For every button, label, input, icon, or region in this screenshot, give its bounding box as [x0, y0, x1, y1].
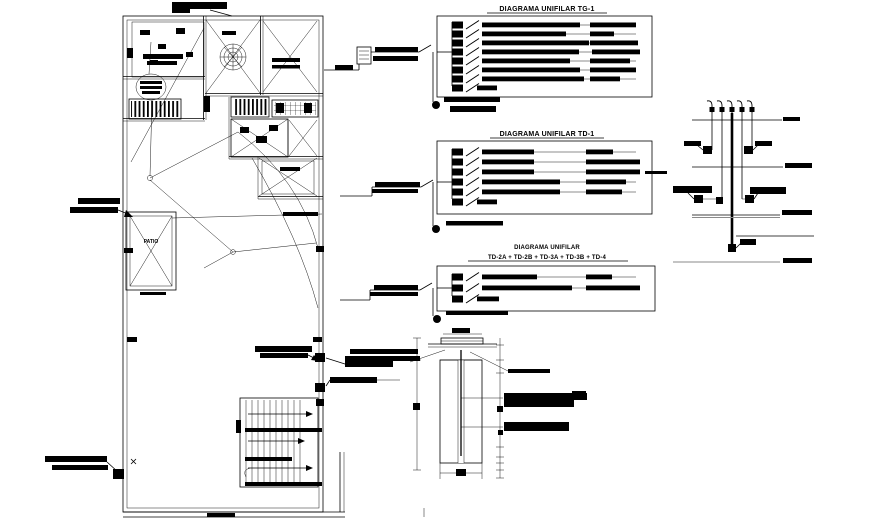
patio-room: PATIO: [125, 211, 177, 295]
x-room-mid-right: [288, 119, 318, 157]
leader-label-right-1: [315, 353, 393, 367]
single-line-diagram-2: DIAGRAMA UNIFILAR TD-1: [340, 131, 653, 233]
plan-annotations: [45, 2, 400, 479]
louver-grill-2: [230, 96, 270, 118]
diagram-3-title-line1: DIAGRAMA UNIFILAR: [514, 245, 580, 251]
well-shaft: [439, 350, 483, 464]
stair-run: [236, 397, 322, 488]
patio-label: PATIO: [144, 239, 159, 245]
louver-grill-1: [128, 98, 182, 120]
riser-panel-level3: [728, 239, 756, 252]
leader-label-mid-plan: [255, 346, 319, 361]
diagram-3-title-line2: TD-2A + TD-2B + TD-3A + TD-3B + TD-4: [488, 255, 607, 261]
riser-panel-level2: [673, 186, 786, 204]
dimension-lines: [413, 337, 504, 517]
panel-box-wall: [204, 96, 210, 112]
ceiling-fixture-circle: [135, 73, 167, 101]
x-room-lower-right: [258, 157, 318, 216]
diagram-2-title: DIAGRAMA UNIFILAR TD-1: [500, 131, 595, 138]
well-cap: [428, 337, 497, 348]
riser-panel-level1: [684, 141, 772, 154]
wiring-lines: [124, 27, 324, 342]
x-room-top-right: [262, 20, 318, 93]
riser-floor-lines: [673, 117, 814, 263]
floor-plan: PATIO: [122, 15, 345, 518]
ground-well-detail: [345, 328, 587, 517]
breaker-rows-2: [451, 147, 640, 207]
leader-label-left: [70, 198, 133, 217]
breaker-rows-1: [451, 20, 640, 93]
diagram-1-title: DIAGRAMA UNIFILAR TG-1: [499, 6, 594, 13]
leader-label-top: [172, 2, 233, 17]
feeder-annotation-2: [340, 179, 434, 197]
feeder-annotation-3: [340, 282, 433, 301]
ground-symbol-3: [432, 288, 508, 323]
spiral-stair: [219, 43, 247, 71]
single-line-diagram-1: DIAGRAMA UNIFILAR TG-1: [324, 6, 653, 112]
plan-partitions: [123, 16, 323, 200]
meter-icon: [356, 46, 372, 65]
louver-grill-3: [271, 99, 319, 118]
spiral-stair-room: [205, 19, 261, 94]
bottom-wall-label-bar: [207, 513, 235, 517]
riser-diagram: [645, 100, 814, 263]
leader-label-bottom-left: [45, 456, 137, 479]
breaker-rows-3: [451, 272, 640, 304]
riser-left-dash: [645, 171, 667, 174]
bath-tile-room: [230, 118, 289, 158]
detail-labels: [345, 349, 587, 435]
single-line-diagram-3: DIAGRAMA UNIFILAR TD-2A + TD-2B + TD-3A …: [340, 245, 656, 323]
feeder-annotation-1: [324, 44, 432, 71]
leader-label-right-2: [315, 377, 400, 406]
ground-symbol-1: [432, 52, 500, 112]
ground-symbol-2: [432, 182, 503, 233]
